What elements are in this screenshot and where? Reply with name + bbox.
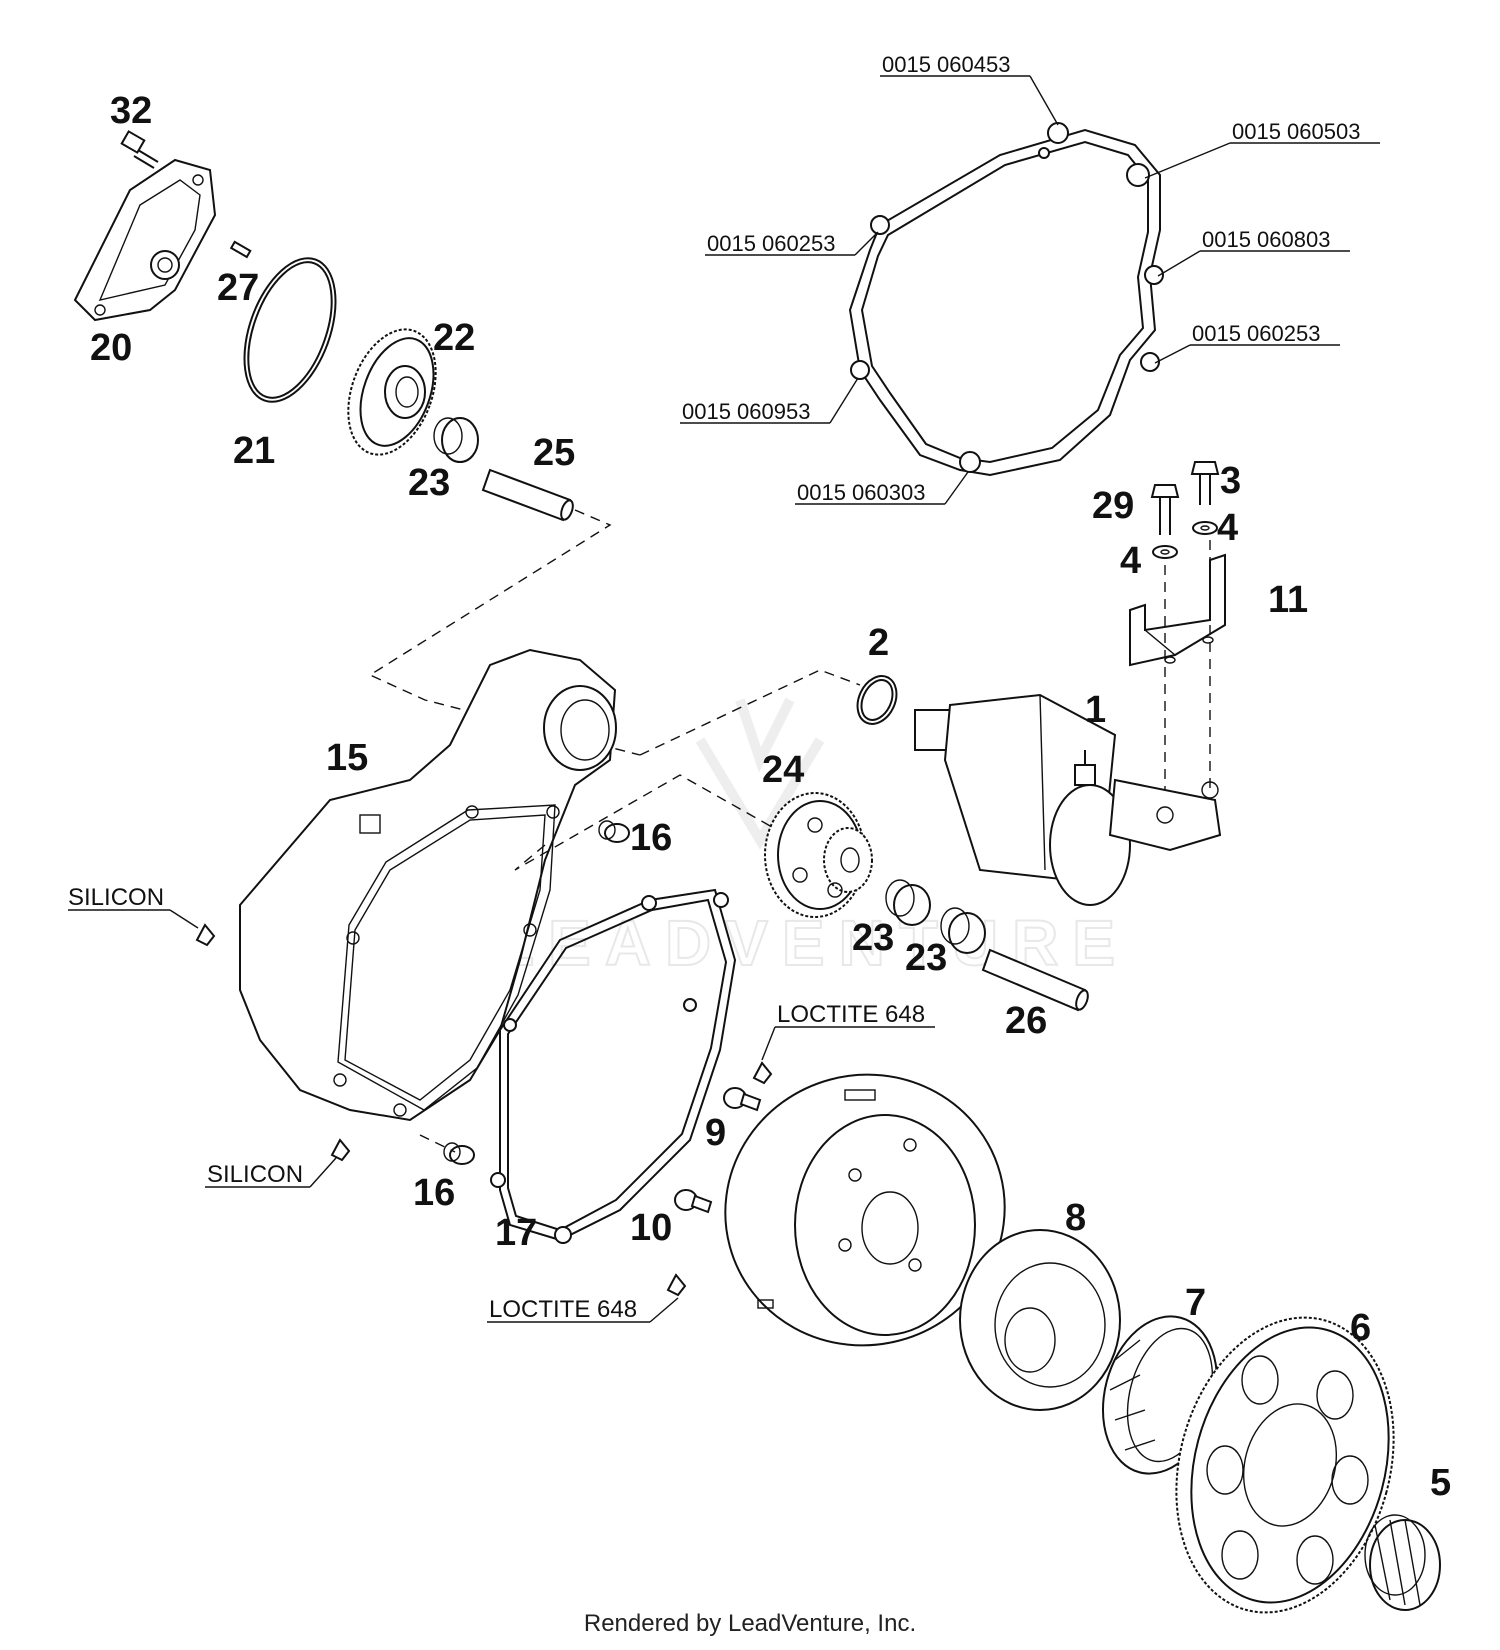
reference-leaders xyxy=(680,75,1380,505)
part-5-needle-bearing xyxy=(1364,1514,1441,1611)
callout-23-b: 23 xyxy=(852,917,894,959)
part-8-stator-hub xyxy=(959,1229,1121,1411)
part-1-starter-motor xyxy=(914,693,1222,906)
callout-4-b: 4 xyxy=(1217,507,1238,549)
note-loctite-bottom: LOCTITE 648 xyxy=(489,1296,637,1323)
ref-0015-060503: 0015 060503 xyxy=(1232,119,1360,144)
part-29-bolt xyxy=(1150,484,1180,535)
part-20-ignition-cover xyxy=(73,158,217,322)
part-23-needle-bearing-b xyxy=(885,879,931,926)
part-10-bolt xyxy=(674,1189,713,1214)
callout-10: 10 xyxy=(630,1207,672,1249)
part-23-needle-bearing-c xyxy=(940,907,986,954)
part-4-washer-a xyxy=(1152,545,1178,559)
callout-3: 3 xyxy=(1220,460,1241,502)
callout-8: 8 xyxy=(1065,1197,1086,1239)
sealant-drop-loctite-top xyxy=(752,1061,773,1085)
callout-21: 21 xyxy=(233,430,275,472)
part-24-idler-gear xyxy=(764,792,873,918)
callout-22: 22 xyxy=(433,317,475,359)
callout-29: 29 xyxy=(1092,485,1134,527)
callout-27: 27 xyxy=(217,267,259,309)
part-16-dowel-b xyxy=(443,1142,475,1165)
callout-5: 5 xyxy=(1430,1462,1451,1504)
part-25-shaft xyxy=(368,468,641,756)
part-32-bolt xyxy=(120,130,159,169)
sealant-notes: SILICON SILICON LOCTITE 648 LOCTITE 648 xyxy=(68,884,925,1323)
note-leaders xyxy=(68,909,935,1323)
reference-labels: 0015 060453 0015 060503 0015 060253 0015… xyxy=(682,52,1360,505)
starter-alignment-lines xyxy=(1164,540,1211,815)
part-17-gasket xyxy=(490,888,737,1244)
callout-15: 15 xyxy=(326,737,368,779)
ref-0015-060253-right: 0015 060253 xyxy=(1192,321,1320,346)
part-11-bracket xyxy=(1129,553,1226,667)
ref-0015-060953: 0015 060953 xyxy=(682,399,810,424)
callout-23-a: 23 xyxy=(408,462,450,504)
callout-32: 32 xyxy=(110,90,152,132)
callout-2: 2 xyxy=(868,622,889,664)
flywheel-rotor xyxy=(724,1073,1006,1347)
callout-25: 25 xyxy=(533,432,575,474)
callout-4-a: 4 xyxy=(1120,540,1141,582)
part-26-shaft xyxy=(981,948,1089,1012)
ref-0015-060803: 0015 060803 xyxy=(1202,227,1330,252)
note-loctite-top: LOCTITE 648 xyxy=(777,1001,925,1028)
cover-gasket-outline xyxy=(848,122,1164,477)
part-4-washer-b xyxy=(1192,521,1218,535)
part-9-bolt xyxy=(723,1087,762,1112)
callout-1: 1 xyxy=(1085,689,1106,731)
part-6-starter-gear xyxy=(1175,1316,1395,1614)
callout-7: 7 xyxy=(1185,1282,1206,1324)
callout-labels: 32 27 20 21 22 23 25 29 3 4 4 11 2 1 15 … xyxy=(90,90,1451,1504)
callout-17: 17 xyxy=(495,1212,537,1254)
callout-6: 6 xyxy=(1350,1307,1371,1349)
part-27-dowel-pin xyxy=(229,240,252,259)
part-22-intermediate-gear xyxy=(347,328,437,456)
footer-credit: Rendered by LeadVenture, Inc. xyxy=(583,1610,917,1637)
note-silicon-bottom: SILICON xyxy=(207,1161,303,1188)
callout-11: 11 xyxy=(1268,579,1308,621)
callout-24: 24 xyxy=(762,749,804,791)
sealant-drop-loctite-bottom xyxy=(666,1273,687,1297)
cover-dashed-guides xyxy=(419,669,861,1153)
ref-0015-060253-left: 0015 060253 xyxy=(707,231,835,256)
callout-16-b: 16 xyxy=(413,1172,455,1214)
callout-20: 20 xyxy=(90,327,132,369)
part-21-o-ring xyxy=(243,257,337,403)
part-2-o-ring xyxy=(856,675,898,725)
ref-0015-060303: 0015 060303 xyxy=(797,480,925,505)
ref-0015-060453: 0015 060453 xyxy=(882,52,1010,77)
sealant-drop-silicon-top xyxy=(195,923,216,947)
callout-26: 26 xyxy=(1005,1000,1047,1042)
callout-23-c: 23 xyxy=(905,937,947,979)
part-15-ignition-cover xyxy=(239,648,617,1122)
callout-9: 9 xyxy=(705,1112,726,1154)
part-16-dowel-a xyxy=(598,820,630,843)
part-3-bolt xyxy=(1190,461,1220,505)
note-silicon-top: SILICON xyxy=(68,884,164,911)
callout-16-a: 16 xyxy=(630,817,672,859)
sealant-drop-silicon-bottom xyxy=(330,1138,351,1162)
part-23-needle-bearing-a xyxy=(433,417,479,463)
